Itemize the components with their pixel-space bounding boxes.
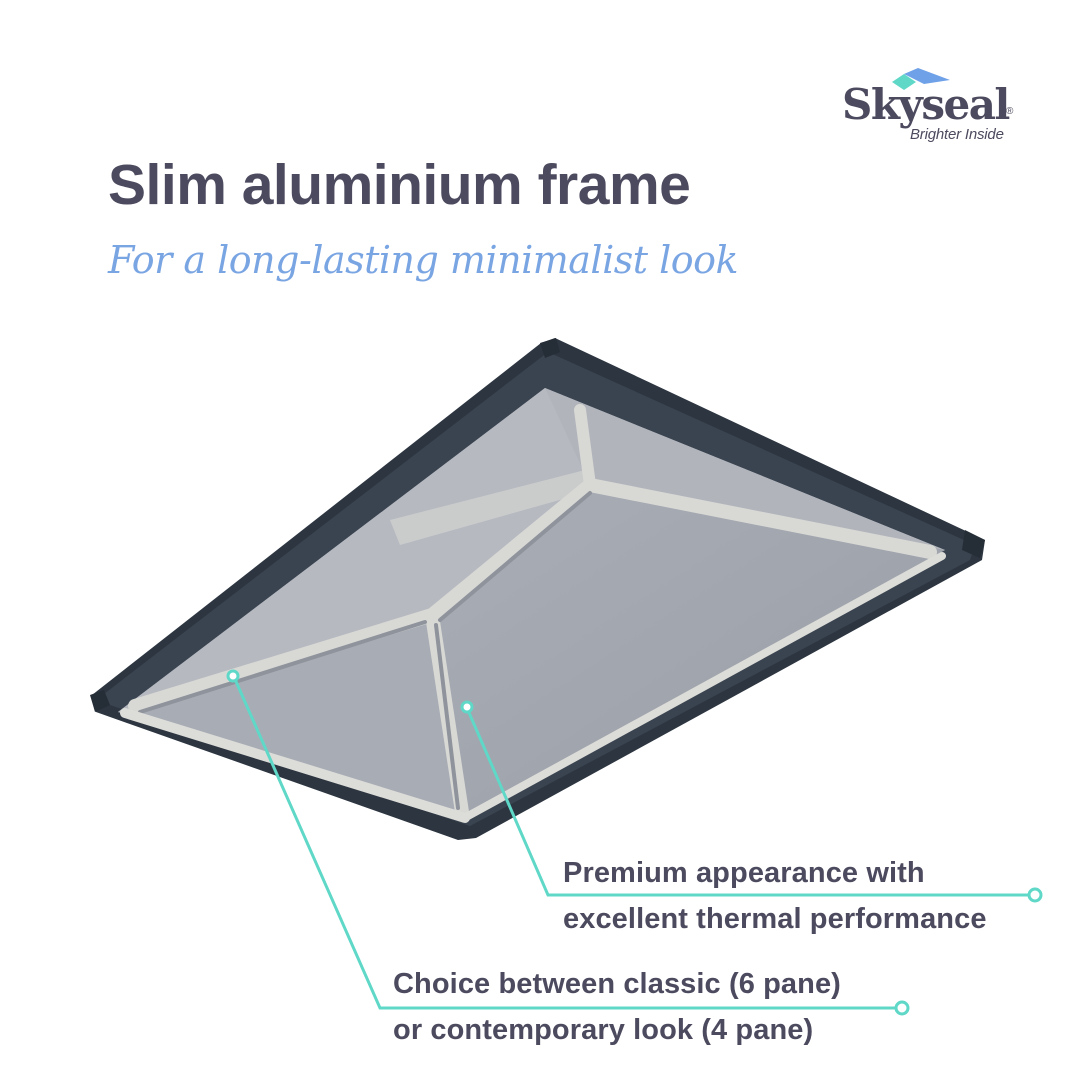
callout-premium-line-2: excellent thermal performance xyxy=(563,903,987,935)
logo-roof-icon xyxy=(892,68,950,90)
callout-choice-line-1: Choice between classic (6 pane) xyxy=(393,968,841,1000)
page-subtitle: For a long-lasting minimalist look xyxy=(108,238,739,282)
callout-premium-line-1: Premium appearance with xyxy=(563,857,925,889)
callout-choice-line-2: or contemporary look (4 pane) xyxy=(393,1014,814,1046)
registered-mark: ® xyxy=(1006,106,1014,117)
skyseal-logo: Skyseal ® Brighter Inside xyxy=(840,68,1030,148)
glazing-bars xyxy=(120,404,946,823)
logo-tagline: Brighter Inside xyxy=(910,126,1004,143)
logo-wordmark: Skyseal xyxy=(842,80,1010,129)
callout-line-choice xyxy=(226,669,910,1016)
callout-choice: Choice between classic (6 pane) or conte… xyxy=(393,961,841,1053)
page-title: Slim aluminium frame xyxy=(108,153,691,217)
glass-panes xyxy=(118,388,945,820)
callout-premium: Premium appearance with excellent therma… xyxy=(563,850,987,942)
callout-line-premium xyxy=(460,700,1043,903)
